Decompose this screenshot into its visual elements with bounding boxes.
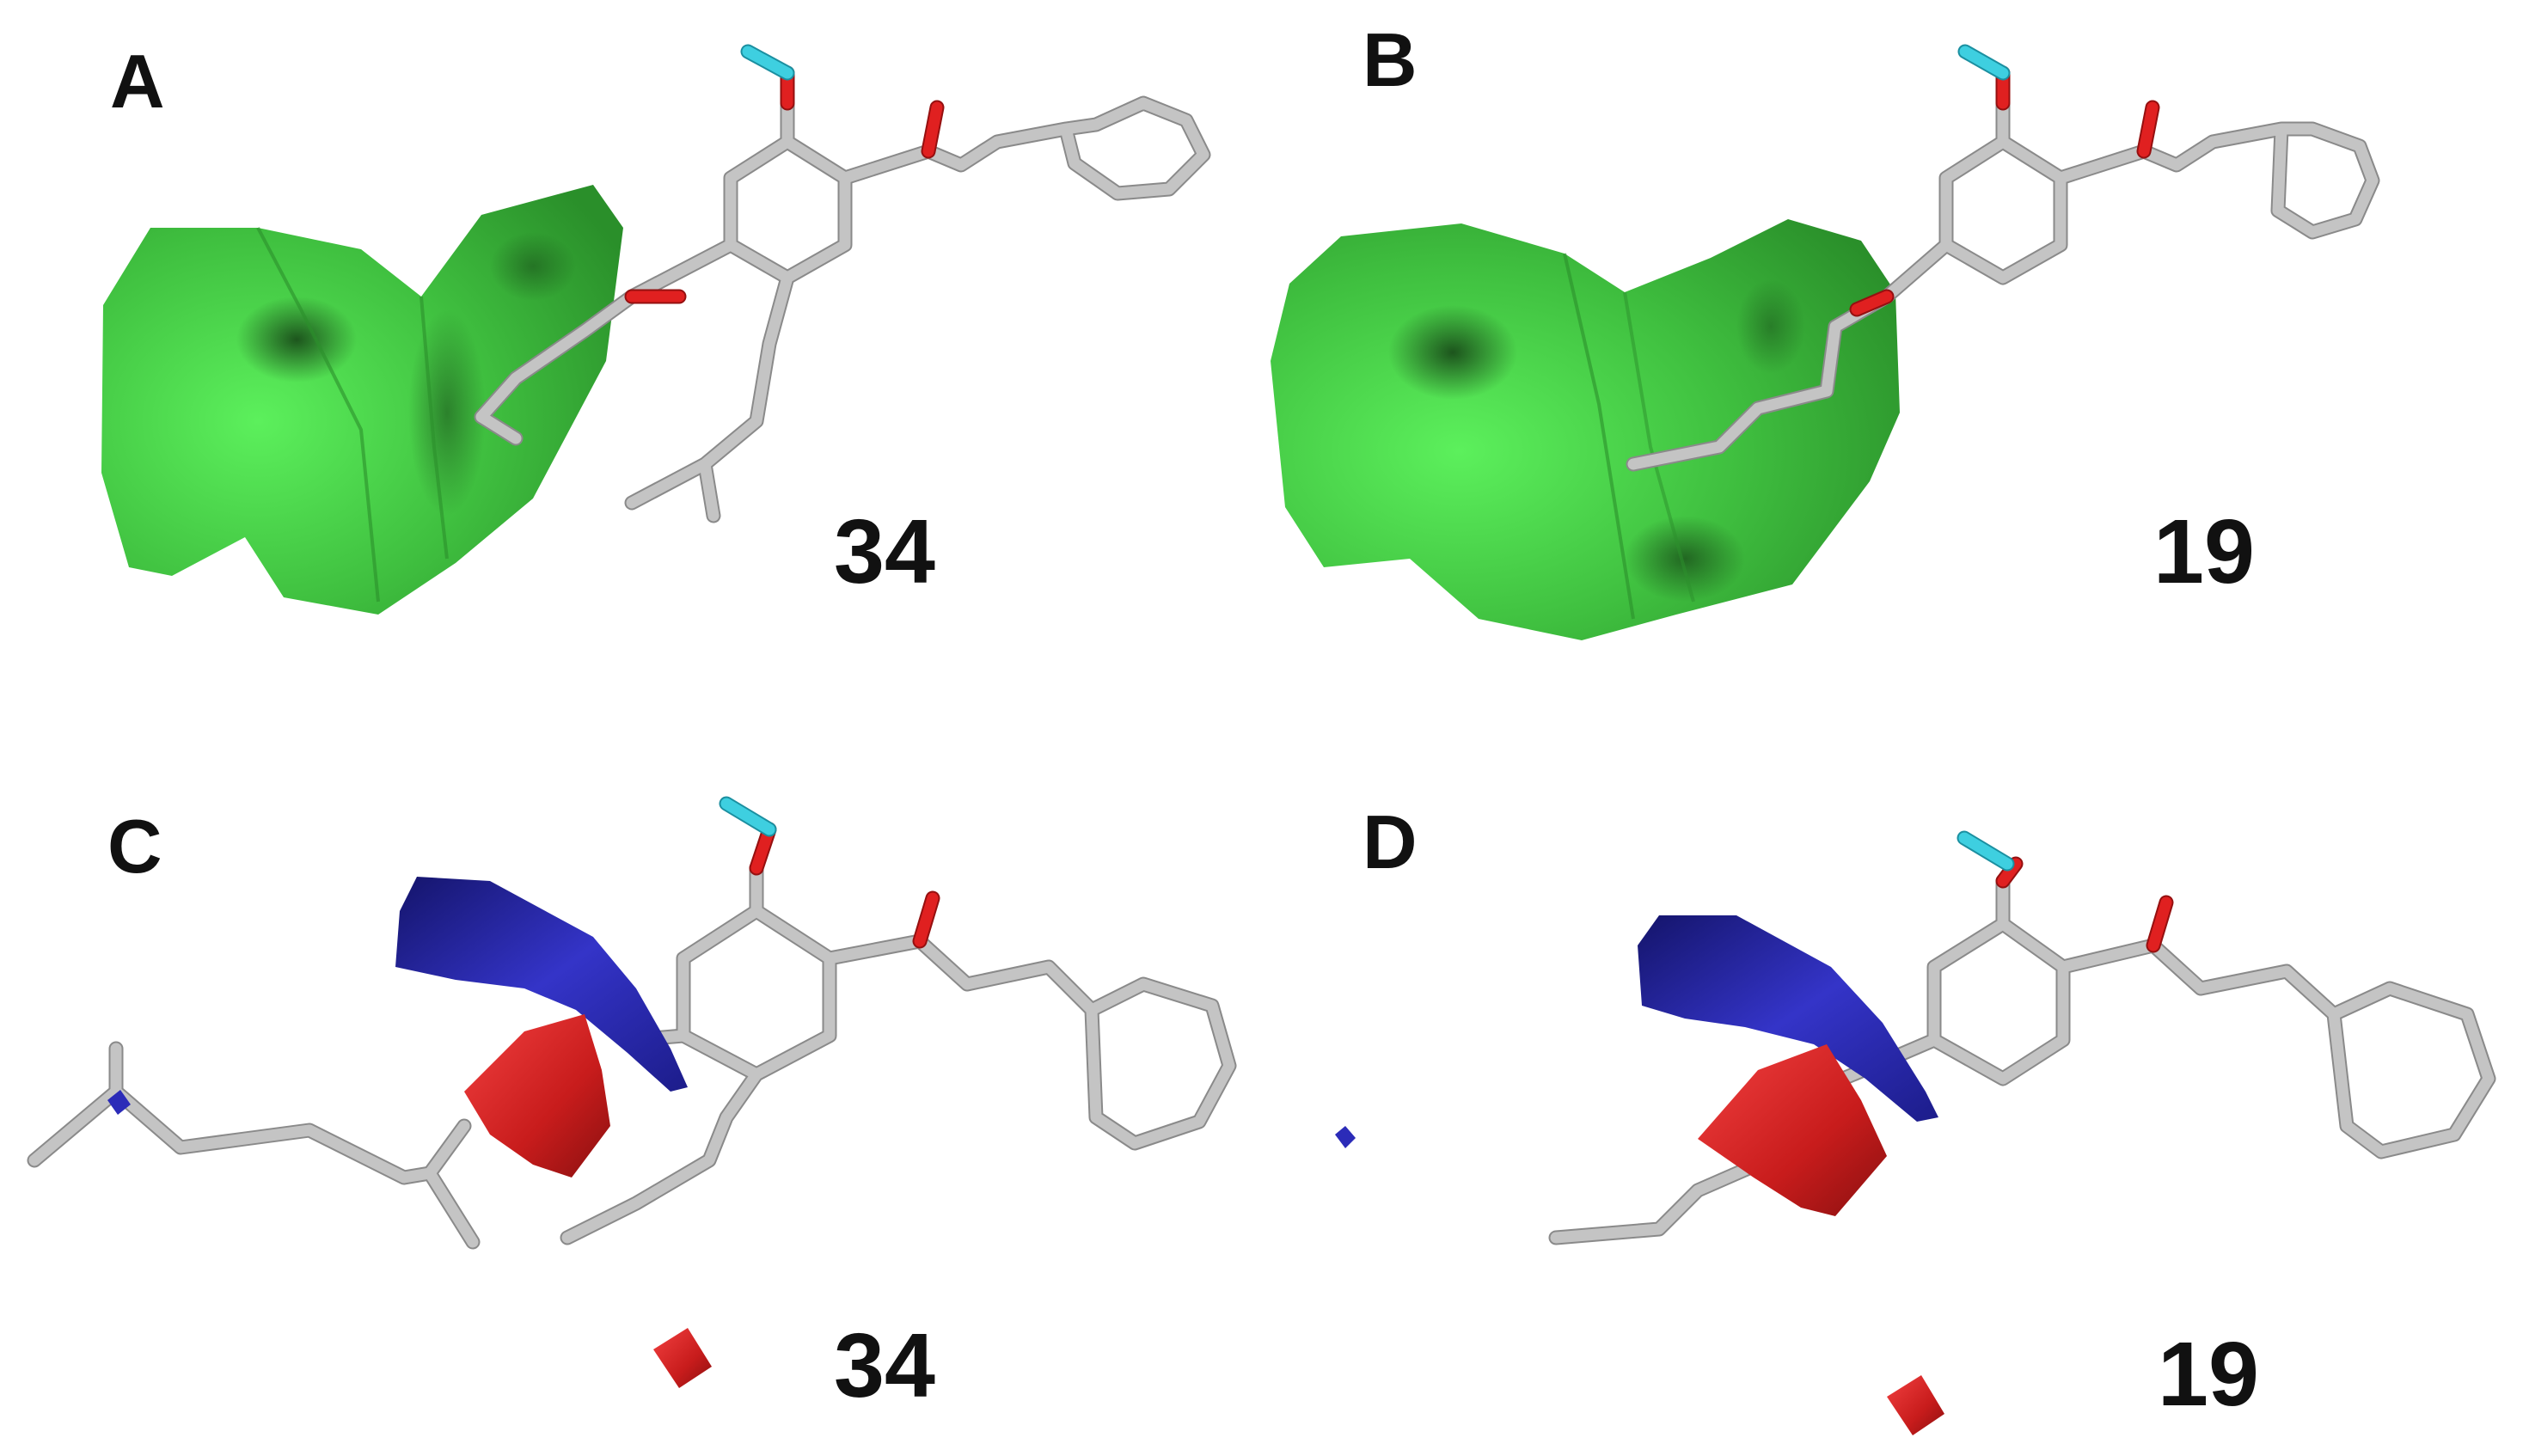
small-electronegative-marker-c <box>653 1328 712 1388</box>
panel-d: D 19 <box>1363 799 2496 1435</box>
electropositive-contour-d <box>1638 915 1938 1122</box>
panel-letter-c: C <box>107 804 162 889</box>
electrostatic-contour-d <box>1638 915 1944 1435</box>
panel-c: C 34 <box>27 796 1356 1416</box>
panel-b: B 19 <box>1271 17 2380 640</box>
electronegative-contour-d <box>1698 1044 1887 1216</box>
panel-a: A 34 <box>101 39 1211 615</box>
panel-letter-a: A <box>110 39 165 124</box>
compound-number-b: 19 <box>2153 501 2255 603</box>
steric-contour-a <box>101 185 623 615</box>
electronegative-contour-c <box>464 1014 610 1178</box>
small-electropositive-marker-center <box>1335 1126 1356 1148</box>
panel-letter-b: B <box>1363 17 1418 102</box>
molecule-c <box>27 796 1237 1250</box>
steric-contour-b <box>1271 219 1900 640</box>
electropositive-contour-c <box>395 877 688 1092</box>
small-electropositive-marker-c <box>107 1090 131 1115</box>
panel-letter-d: D <box>1363 799 1418 884</box>
molecule-a <box>474 44 1211 523</box>
compound-number-a: 34 <box>834 501 935 603</box>
compound-number-d: 19 <box>2158 1324 2259 1425</box>
molecule-b <box>1626 44 2380 472</box>
molecule-d <box>1548 830 2496 1245</box>
electrostatic-contour-c <box>107 877 1356 1388</box>
small-electronegative-marker-d <box>1887 1375 1944 1435</box>
compound-number-c: 34 <box>834 1315 935 1416</box>
